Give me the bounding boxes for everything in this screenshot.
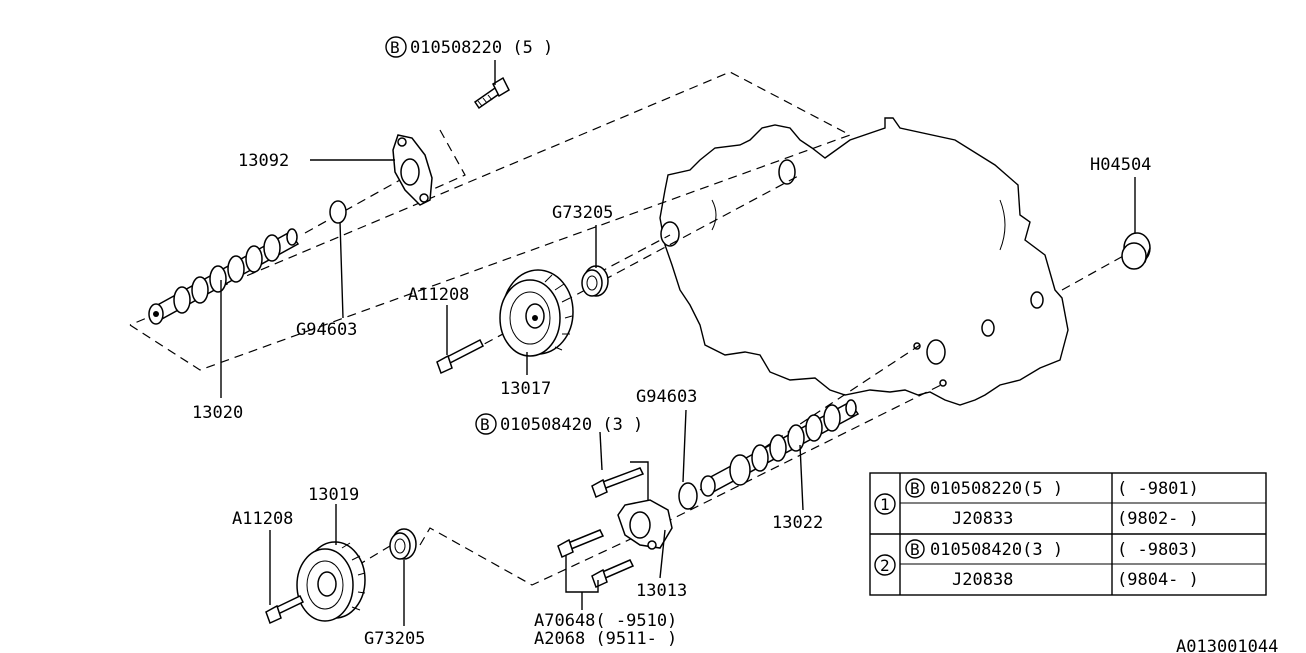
table-part-1: 010508220(5 )	[930, 479, 1063, 499]
engine-housing	[659, 117, 1069, 406]
o-ring-g94603-mid	[678, 482, 698, 510]
label-13013: 13013	[636, 581, 687, 601]
bolt-a11208-top	[436, 338, 485, 375]
table-bolt-mark-2: B	[910, 540, 920, 559]
diagram-id: A013001044	[1176, 637, 1278, 653]
cap-h04504	[1121, 232, 1151, 270]
table-range-2: (9802- )	[1117, 509, 1199, 529]
label-13019: 13019	[308, 485, 359, 505]
bolt-a11208-bottom	[265, 595, 305, 625]
bolt-mark-top: B	[390, 38, 400, 57]
label-g73205-bottom: G73205	[364, 629, 425, 649]
housing-hole-bottom	[926, 339, 946, 365]
table-bolt-mark-1: B	[910, 479, 920, 498]
oil-seal-g73205-top	[581, 265, 609, 297]
housing-hole-left	[660, 221, 680, 247]
label-bolt-mid: 010508420 (3 )	[500, 415, 643, 435]
label-a2068: A2068 (9511- )	[534, 629, 677, 649]
label-13022: 13022	[772, 513, 823, 533]
part-labels: B 010508220 (5 ) 13092 G94603 13020 G732…	[192, 36, 1278, 653]
label-13020: 13020	[192, 403, 243, 423]
bolt-010508220	[473, 76, 510, 110]
label-g94603-mid: G94603	[636, 387, 697, 407]
label-a11208-top: A11208	[408, 285, 469, 305]
oil-seal-g73205-bottom	[389, 528, 417, 560]
reference-table: 1 2 B 010508220(5 ) ( -9801) J20833 (980…	[869, 472, 1267, 596]
table-part-3: 010508420(3 )	[930, 540, 1063, 560]
label-g94603-top: G94603	[296, 320, 357, 340]
cam-housing-13013	[617, 499, 673, 550]
label-a11208-bottom: A11208	[232, 509, 293, 529]
bolts-13013	[557, 467, 645, 589]
table-range-1: ( -9801)	[1117, 479, 1199, 499]
label-g73205-top: G73205	[552, 203, 613, 223]
table-ref-1: 1	[880, 495, 890, 514]
bolt-mark-mid: B	[480, 415, 490, 434]
cam-cover-plate-13092	[392, 134, 433, 206]
o-ring-g94603-top	[329, 200, 347, 224]
table-part-2: J20833	[952, 509, 1013, 529]
housing-hole-right	[1030, 291, 1044, 309]
label-bolt-top: 010508220 (5 )	[410, 38, 553, 58]
label-13017: 13017	[500, 379, 551, 399]
table-range-3: ( -9803)	[1117, 540, 1199, 560]
label-h04504: H04504	[1090, 155, 1151, 175]
label-a70648: A70648( -9510)	[534, 611, 677, 631]
table-part-4: J20838	[952, 570, 1013, 590]
housing-hole-mid	[981, 319, 995, 337]
camshaft-13020	[148, 228, 300, 325]
table-range-4: (9804- )	[1117, 570, 1199, 590]
cam-pulley-13017	[499, 269, 574, 357]
cam-pulley-13019	[296, 541, 366, 622]
camshaft-13022	[700, 399, 860, 497]
housing-hole-top	[778, 159, 796, 185]
label-13092: 13092	[238, 151, 289, 171]
table-ref-2: 2	[880, 556, 890, 575]
leader-lines	[220, 60, 1136, 626]
